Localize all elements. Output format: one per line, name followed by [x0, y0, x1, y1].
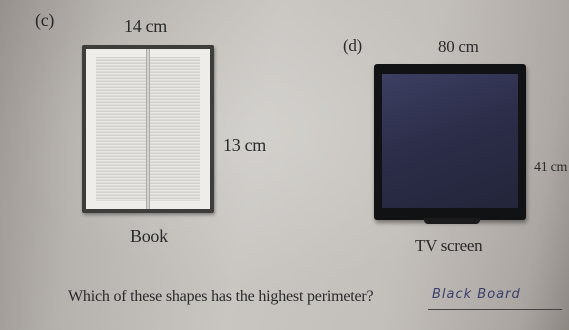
book-height-label: 13 cm [223, 135, 266, 155]
tv-height-label: 41 cm [534, 160, 568, 175]
tv-caption: TV screen [415, 236, 483, 255]
book-caption: Book [130, 226, 168, 246]
answer-line[interactable] [428, 309, 562, 310]
question-text: Which of these shapes has the highest pe… [68, 288, 374, 305]
book-width-label: 14 cm [124, 16, 167, 36]
tv-width-label: 80 cm [438, 37, 479, 56]
tv-screen-display [382, 74, 518, 208]
item-d-label: (d) [343, 36, 362, 55]
book-spine [146, 49, 150, 209]
book-icon [82, 45, 214, 213]
tv-stand [424, 218, 480, 224]
handwritten-answer: Black Board [432, 287, 521, 302]
tv-icon [374, 64, 526, 220]
item-c-label: (c) [35, 10, 55, 30]
